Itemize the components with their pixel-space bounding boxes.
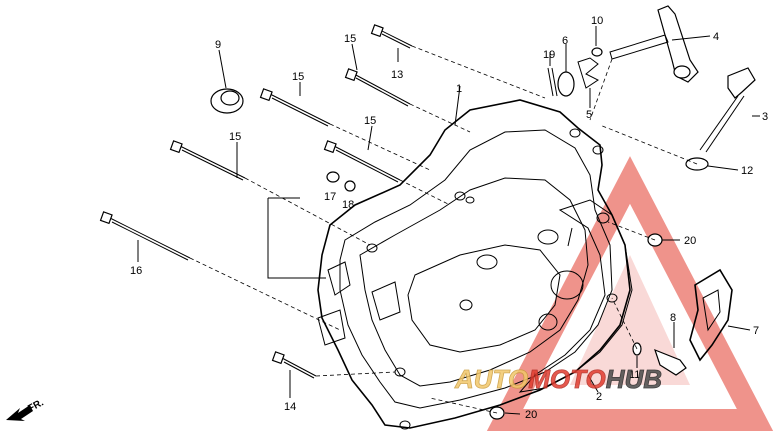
callout-12: 12 [741,165,753,177]
callout-5: 5 [586,109,592,121]
oil-seal [210,88,244,114]
svg-text:AUTOMOTOHUB: AUTOMOTOHUB [454,364,662,394]
callout-20-b: 20 [525,409,537,421]
callout-10: 10 [591,15,603,27]
watermark-moto: MOTO [528,364,606,394]
callout-18: 18 [342,199,354,211]
callout-3: 3 [762,111,768,123]
side-plate [689,268,733,362]
bolts [99,24,687,420]
callout-15-c: 15 [364,115,376,127]
callout-8: 8 [670,312,676,324]
callout-labels: 1 2 3 4 5 6 7 8 9 10 11 12 13 14 15 15 1… [130,15,768,421]
crankcase-cover [317,99,631,430]
callout-16: 16 [130,265,142,277]
callout-15-d: 15 [229,131,241,143]
callout-1: 1 [456,83,462,95]
callout-7: 7 [753,325,759,337]
watermark-hub: HUB [606,364,662,394]
callout-19: 19 [543,49,555,61]
watermark-auto: AUTO [454,364,528,394]
watermark-text: AUTOMOTOHUB [454,364,663,395]
callout-9: 9 [215,39,221,51]
callout-17: 17 [324,191,336,203]
alignment-lines [189,45,698,414]
shift-arm [609,5,699,83]
callout-15-a: 15 [344,33,356,45]
front-direction-arrow-icon [6,405,33,421]
leader-lines [137,26,760,415]
callout-4: 4 [713,31,719,43]
callout-13: 13 [391,69,403,81]
callout-2: 2 [596,391,602,403]
front-direction-label: FR. [26,397,46,414]
gasket [518,199,633,393]
callout-11: 11 [629,369,640,381]
small-parts [547,47,603,97]
oil-dipstick [685,67,756,171]
callout-20-a: 20 [684,235,696,247]
callout-6: 6 [562,35,568,47]
callout-15-b: 15 [292,71,304,83]
callout-14: 14 [284,401,296,413]
